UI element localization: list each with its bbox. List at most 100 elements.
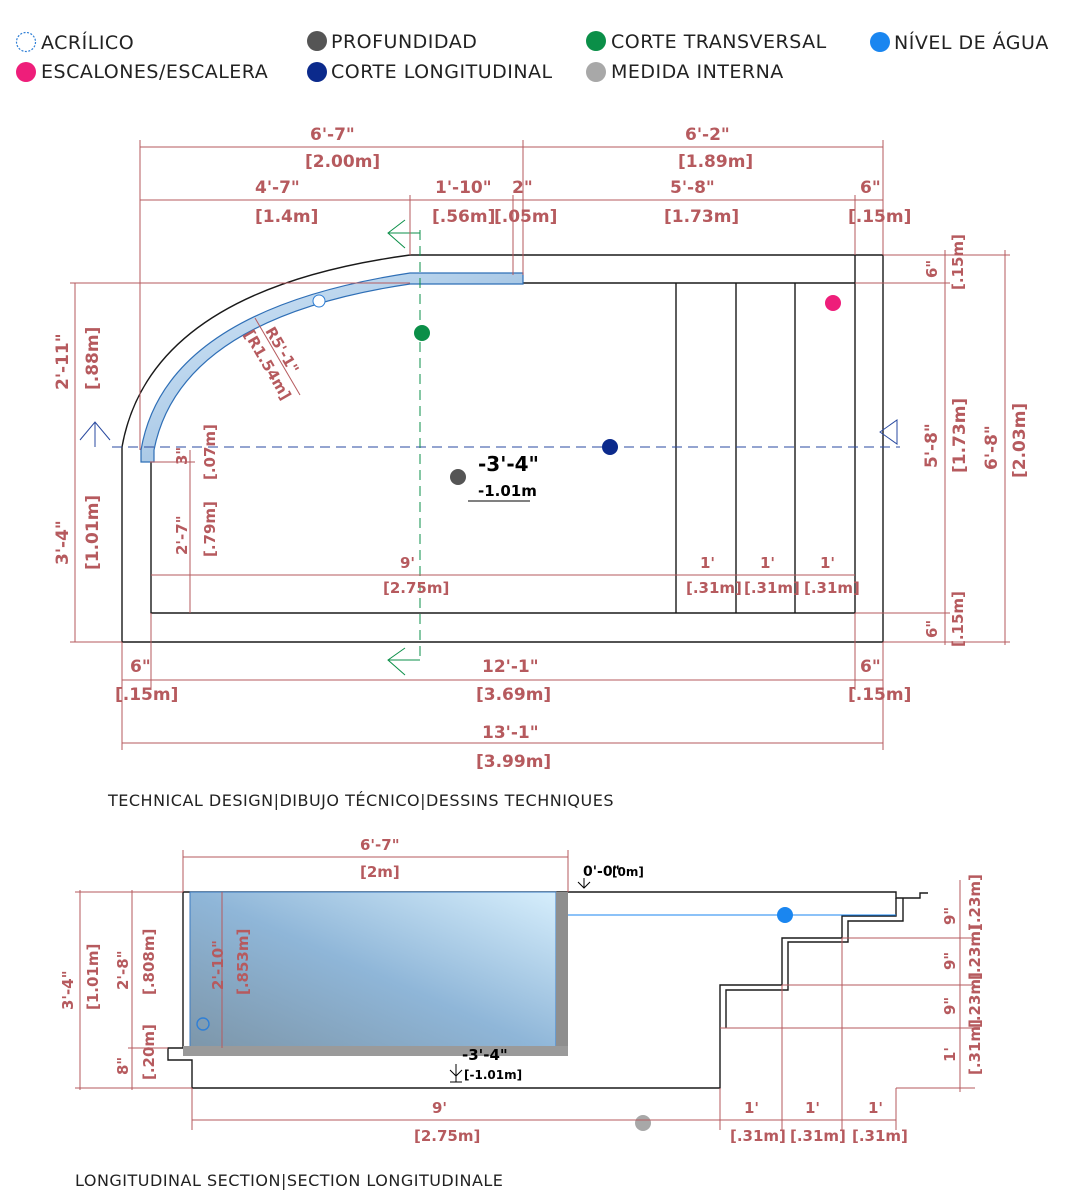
- medida-interna-marker: [635, 1115, 651, 1131]
- section-right-d-met: [.31m]: [966, 1019, 984, 1075]
- section-right-d-imp: 1': [941, 1047, 959, 1062]
- section-bottom-d-imp: 1': [868, 1099, 883, 1117]
- dim-inner-a-imp: 9': [400, 554, 415, 572]
- dim-inner-d-met: [.31m]: [804, 579, 860, 597]
- dim-inner-c-imp: 1': [760, 554, 775, 572]
- dim-left-a-met: [.88m]: [83, 327, 103, 390]
- section-left-a-met: [1.01m]: [84, 944, 102, 1010]
- section-right-dimensions: 9" [.23m] 9" [.23m] 9" [.23m] 1' [.31m]: [720, 874, 984, 1092]
- plan-bottom-dimensions: 6" [.15m] 12'-1" [3.69m] 6" [.15m] 13'-1…: [115, 613, 911, 772]
- water-level-imperial: 0'-0": [583, 864, 620, 880]
- depth-arrow: [449, 1064, 463, 1083]
- legend: ACRÍLICO ESCALONES/ESCALERA PROFUNDIDAD …: [15, 31, 1048, 83]
- dim-right-a-imp: 6": [923, 260, 941, 278]
- section-bottom-b-met: [.31m]: [730, 1127, 786, 1145]
- dim-right-c-met: [2.03m]: [1010, 403, 1030, 478]
- navy-dot-icon: [307, 62, 327, 82]
- legend-label-medida-interna: MEDIDA INTERNA: [611, 61, 784, 83]
- dim-top-e-imp: 6": [860, 178, 881, 198]
- plan-caption: TECHNICAL DESIGN|DIBUJO TÉCNICO|DESSINS …: [107, 791, 614, 810]
- section-left-a-imp: 3'-4": [59, 970, 77, 1010]
- nivel-agua-marker: [777, 907, 793, 923]
- plan-right-dimensions: 6" [.15m] 5'-8" [1.73m] 6'-8" [2.03m] 6"…: [855, 234, 1030, 647]
- section-caption: LONGITUDINAL SECTION|SECTION LONGITUDINA…: [75, 1171, 503, 1190]
- dim-inner-b-met: [.31m]: [686, 579, 742, 597]
- cut-arrow-top: [387, 219, 420, 249]
- dim-bottom-total-met: [3.99m]: [476, 752, 551, 772]
- dim-inner-c-met: [.31m]: [744, 579, 800, 597]
- dim-top-total-left-met: [2.00m]: [305, 152, 380, 172]
- dim-top-c-imp: 2": [512, 178, 533, 198]
- section-bottom-b-imp: 1': [744, 1099, 759, 1117]
- legend-label-escalones: ESCALONES/ESCALERA: [41, 61, 268, 83]
- legend-label-corte-transversal: CORTE TRANSVERSAL: [611, 31, 827, 53]
- dim-inner-d-imp: 1': [820, 554, 835, 572]
- dim-bottom-b-met: [3.69m]: [476, 685, 551, 705]
- dim-right-b-met: [1.73m]: [950, 398, 970, 473]
- section-left-d-imp: 2'-10": [209, 940, 227, 990]
- section-left-c-imp: 8": [114, 1057, 132, 1075]
- plan-top-dimensions: 6'-7" [2.00m] 6'-2" [1.89m] 4'-7" [1.4m]…: [139, 125, 911, 450]
- dim-right-b-imp: 5'-8": [922, 423, 942, 468]
- dim-right-c-imp: 6'-8": [982, 425, 1002, 470]
- cut-arrow-left: [79, 421, 111, 447]
- section-steps-inner: [725, 898, 904, 1028]
- section-left-c-met: [.20m]: [140, 1024, 158, 1080]
- acrylic-section-marker: [196, 1017, 210, 1031]
- section-outline: [183, 891, 928, 899]
- dim-left-c-met: [.07m]: [201, 424, 219, 480]
- legend-label-profundidad: PROFUNDIDAD: [331, 31, 477, 53]
- dim-top-e-met: [.15m]: [848, 207, 911, 227]
- dim-inner-b-imp: 1': [700, 554, 715, 572]
- dim-right-d-met: [.15m]: [949, 591, 967, 647]
- section-right-b-imp: 9": [941, 952, 959, 970]
- dim-left-b-imp: 3'-4": [53, 520, 73, 565]
- dim-top-d-met: [1.73m]: [664, 207, 739, 227]
- acrylic-frame: [556, 892, 568, 1054]
- section-top-dim-imp: 6'-7": [360, 836, 400, 854]
- dim-left-d-imp: 2'-7": [173, 515, 191, 555]
- section-right-c-met: [.23m]: [966, 972, 984, 1028]
- section-left-dimensions: 3'-4" [1.01m] 2'-8" [.808m] 8" [.20m] 2'…: [59, 890, 252, 1090]
- water-level-arrow: [577, 878, 591, 889]
- dim-bottom-total-imp: 13'-1": [482, 723, 539, 743]
- section-bottom-c-imp: 1': [805, 1099, 820, 1117]
- pink-dot-icon: [16, 62, 36, 82]
- corte-longitudinal-marker: [602, 439, 618, 455]
- corte-transversal-marker: [414, 325, 430, 341]
- cut-arrow-right: [879, 419, 898, 445]
- escalones-marker: [825, 295, 841, 311]
- plan-left-dimensions: 2'-11" [.88m] 3'-4" [1.01m] 3" [.07m] 2'…: [53, 282, 410, 643]
- dim-left-d-met: [.79m]: [201, 501, 219, 557]
- dim-bottom-c-met: [.15m]: [848, 685, 911, 705]
- dim-top-total-right-met: [1.89m]: [678, 152, 753, 172]
- dim-right-a-met: [.15m]: [949, 234, 967, 290]
- acrylic-frame-bottom: [183, 1046, 568, 1056]
- section-depth-imperial: -3'-4": [462, 1046, 508, 1064]
- section-right-a-met: [.23m]: [966, 874, 984, 930]
- dim-bottom-a-imp: 6": [130, 657, 151, 677]
- dim-left-b-met: [1.01m]: [83, 495, 103, 570]
- section-right-c-imp: 9": [941, 997, 959, 1015]
- dim-top-total-right-imp: 6'-2": [685, 125, 730, 145]
- green-dot-icon: [586, 31, 606, 51]
- dim-left-c-imp: 3": [173, 447, 191, 465]
- gray-dot-icon: [307, 31, 327, 51]
- plan-inner-dimensions: 9' [2.75m] 1' [.31m] 1' [.31m] 1' [.31m]: [151, 554, 860, 597]
- section-right-a-imp: 9": [941, 907, 959, 925]
- radius-dim-line: [254, 317, 301, 396]
- dim-top-a-met: [1.4m]: [255, 207, 318, 227]
- section-left-b-imp: 2'-8": [114, 950, 132, 990]
- profundidad-marker: [450, 469, 466, 485]
- section-bottom-a-met: [2.75m]: [414, 1127, 480, 1145]
- dim-bottom-a-met: [.15m]: [115, 685, 178, 705]
- dim-bottom-c-imp: 6": [860, 657, 881, 677]
- legend-label-corte-longitudinal: CORTE LONGITUDINAL: [331, 61, 553, 83]
- plan-view: -3'-4" -1.01m R5'-1" [R1.54m] 6'-7" [2.0…: [53, 125, 1030, 810]
- cut-arrow-bottom: [387, 647, 420, 676]
- dim-top-total-left-imp: 6'-7": [310, 125, 355, 145]
- light-gray-dot-icon: [586, 62, 606, 82]
- section-depth-metric: [-1.01m]: [464, 1068, 522, 1082]
- section-bottom-a-imp: 9': [432, 1099, 447, 1117]
- dim-inner-a-met: [2.75m]: [383, 579, 449, 597]
